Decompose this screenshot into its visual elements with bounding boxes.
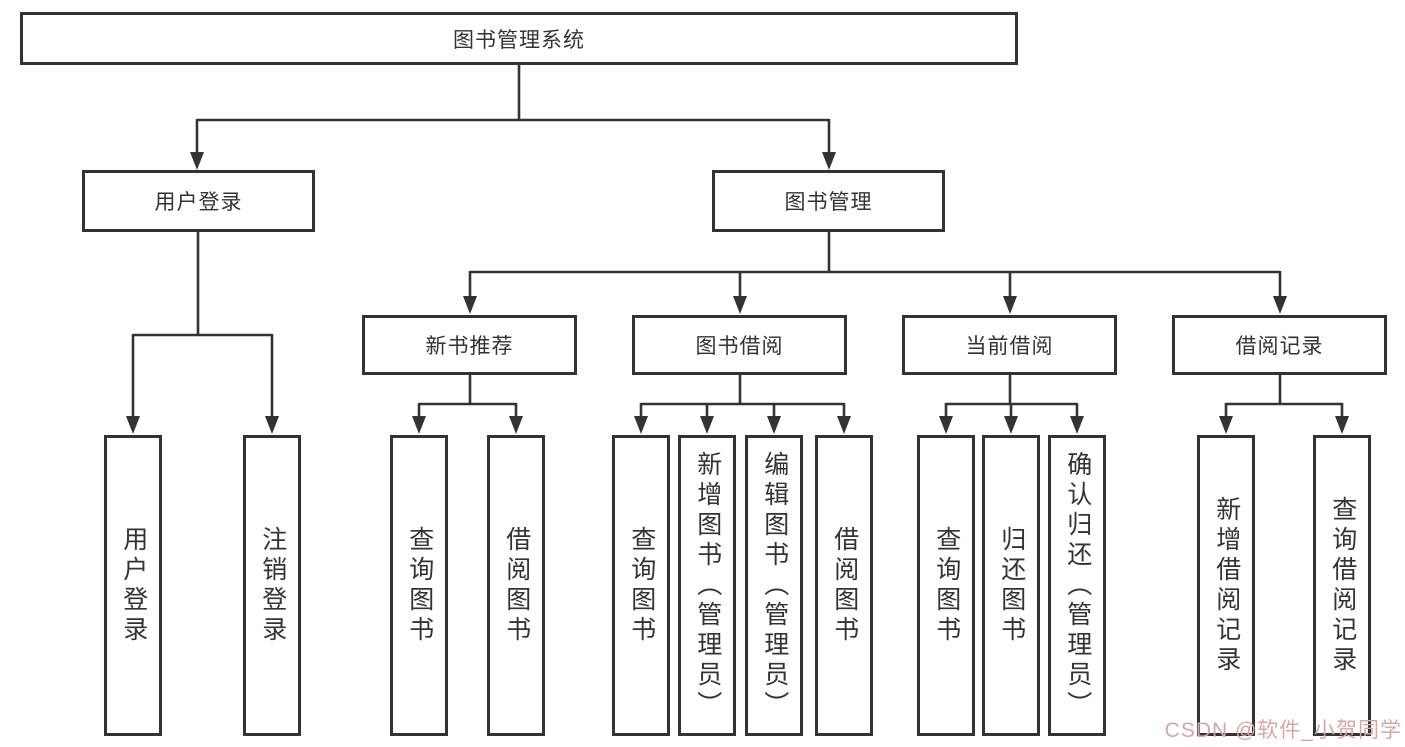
arrows-borrow-record-to-leaves [1219, 375, 1349, 434]
node-borrow-record-label: 借阅记录 [1235, 335, 1324, 358]
node-leaf-query-borrow-record: 查询借阅记录 [1313, 435, 1371, 736]
node-leaf-edit-books-admin-label: 编辑图书（管理员） [760, 450, 789, 721]
node-leaf-query-books-recommend-label: 查询图书 [405, 525, 434, 646]
arrows-current-borrow-to-leaves [939, 375, 1084, 434]
node-new-book-recommend: 新书推荐 [362, 315, 577, 375]
node-leaf-borrow-books-recommend-label: 借阅图书 [502, 525, 531, 646]
node-root: 图书管理系统 [20, 12, 1018, 65]
node-leaf-query-books-recommend: 查询图书 [390, 435, 448, 736]
arrows-book-mgmt-to-level3 [463, 232, 1287, 314]
node-leaf-return-books: 归还图书 [982, 435, 1040, 736]
node-leaf-query-books-borrow: 查询图书 [612, 435, 670, 736]
node-book-borrow-label: 图书借阅 [695, 335, 784, 358]
node-book-management: 图书管理 [712, 170, 945, 232]
node-new-book-recommend-label: 新书推荐 [425, 335, 514, 358]
node-borrow-record: 借阅记录 [1172, 315, 1387, 375]
node-user-login-label: 用户登录 [154, 191, 243, 214]
node-leaf-add-borrow-record-label: 新增借阅记录 [1212, 495, 1241, 676]
node-root-label: 图书管理系统 [453, 28, 585, 52]
node-leaf-logout: 注销登录 [243, 435, 301, 736]
node-leaf-borrow-books-recommend: 借阅图书 [487, 435, 545, 736]
node-leaf-add-books-admin-label: 新增图书（管理员） [693, 450, 722, 721]
node-leaf-query-books-current-label: 查询图书 [932, 525, 961, 646]
node-leaf-query-books-current: 查询图书 [917, 435, 975, 736]
node-book-borrow: 图书借阅 [632, 315, 847, 375]
node-leaf-borrow-books-label: 借阅图书 [830, 525, 859, 646]
watermark: CSDN @软件_小贺同学 [1164, 719, 1402, 742]
node-user-login: 用户登录 [82, 170, 315, 232]
arrows-book-borrow-to-leaves [634, 375, 851, 434]
node-current-borrow: 当前借阅 [902, 315, 1117, 375]
arrows-root-to-level2 [190, 65, 836, 170]
node-current-borrow-label: 当前借阅 [965, 335, 1054, 358]
node-leaf-confirm-return-admin-label: 确认归还（管理员） [1063, 450, 1092, 721]
node-leaf-borrow-books: 借阅图书 [815, 435, 873, 736]
node-leaf-return-books-label: 归还图书 [997, 525, 1026, 646]
node-leaf-logout-label: 注销登录 [258, 525, 287, 646]
arrows-new-book-to-leaves [412, 375, 523, 434]
node-book-management-label: 图书管理 [784, 191, 873, 214]
arrows-user-login-to-leaves [126, 232, 279, 434]
node-leaf-edit-books-admin: 编辑图书（管理员） [745, 435, 803, 736]
node-leaf-confirm-return-admin: 确认归还（管理员） [1048, 435, 1106, 736]
node-leaf-add-books-admin: 新增图书（管理员） [678, 435, 736, 736]
node-leaf-query-borrow-record-label: 查询借阅记录 [1328, 495, 1357, 676]
node-leaf-query-books-borrow-label: 查询图书 [627, 525, 656, 646]
node-leaf-user-login-label: 用户登录 [119, 525, 148, 646]
node-leaf-user-login: 用户登录 [104, 435, 162, 736]
node-leaf-add-borrow-record: 新增借阅记录 [1197, 435, 1255, 736]
